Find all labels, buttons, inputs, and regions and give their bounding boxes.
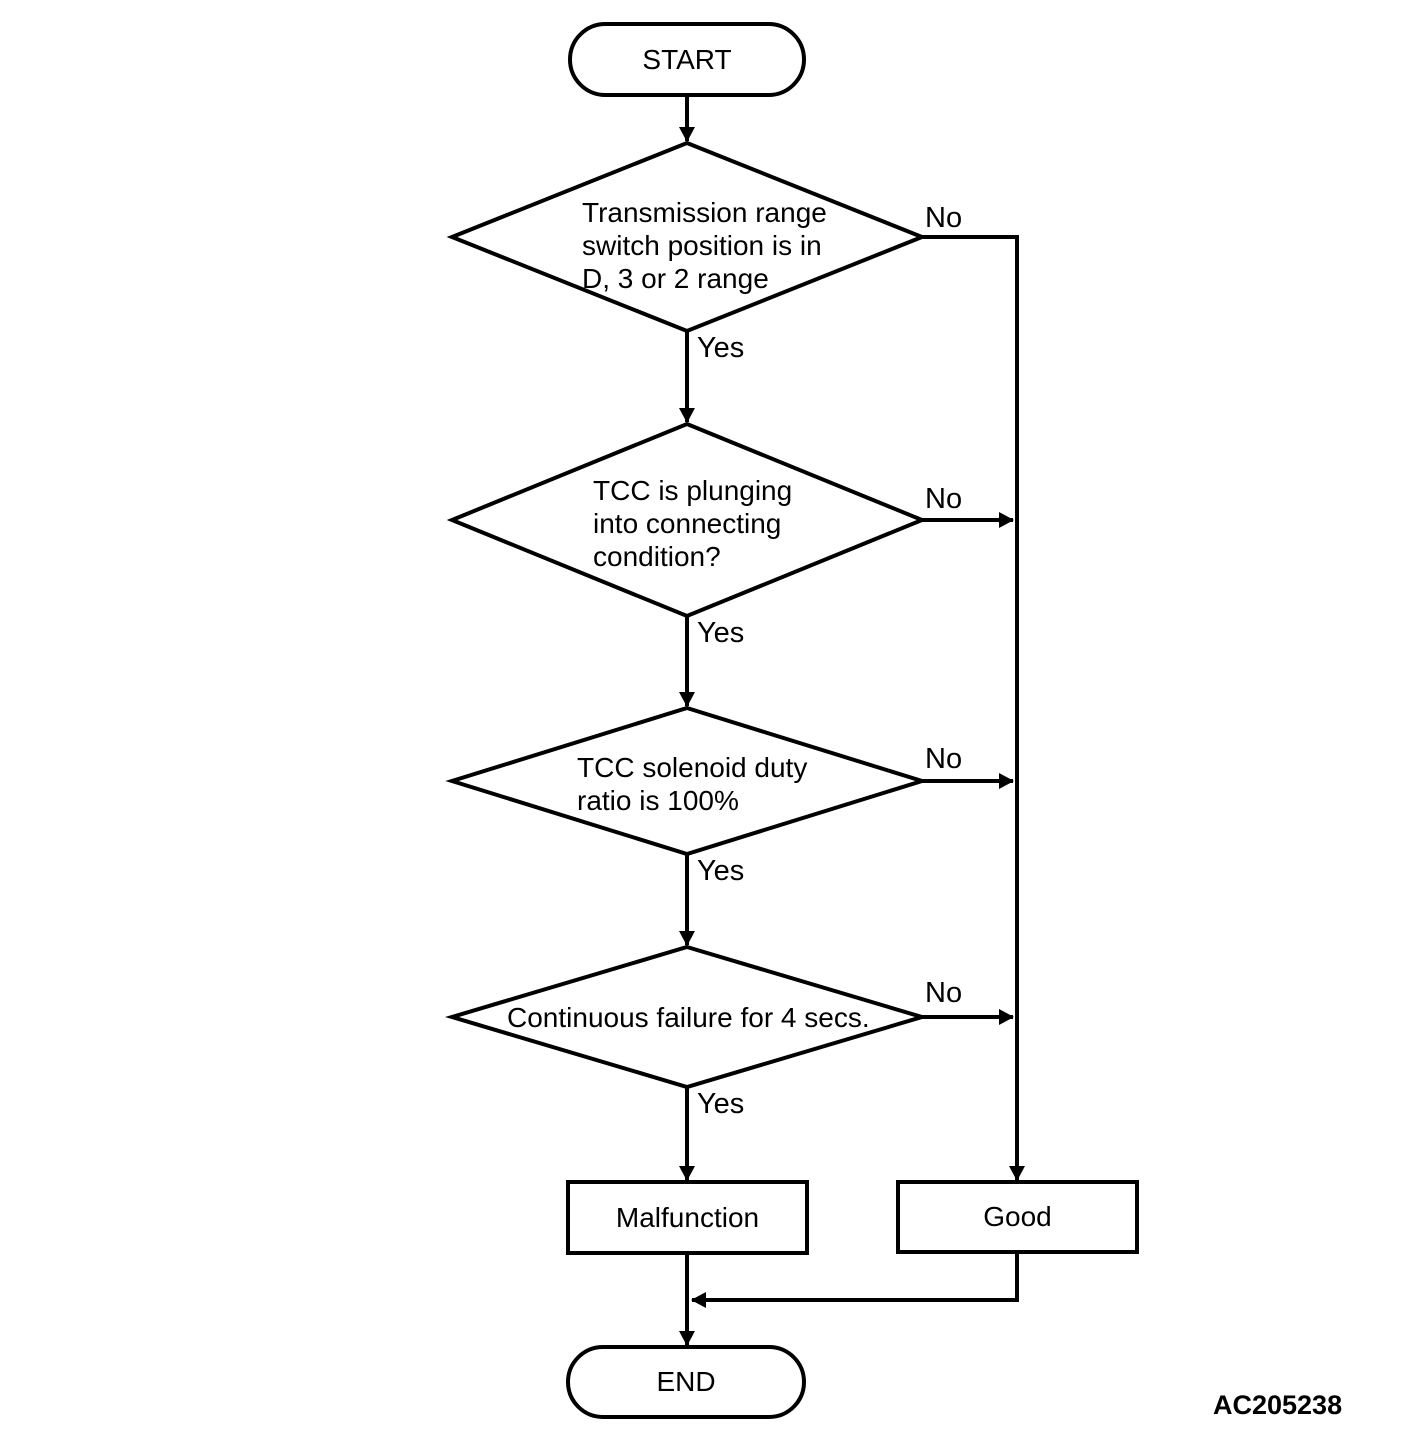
- no-label: No: [925, 977, 963, 1009]
- end-node-label: END: [656, 1366, 716, 1397]
- start-node-shape: [568, 22, 806, 97]
- start-node-label: START: [642, 43, 732, 75]
- yes-label: Yes: [697, 332, 745, 364]
- decision4-shape: [444, 944, 930, 1090]
- yes-label: Yes: [697, 855, 745, 887]
- decision1-line: Transmission range: [582, 197, 827, 228]
- end-node-shape: [566, 1345, 806, 1419]
- no-label: No: [925, 743, 963, 775]
- decision2-line: condition?: [593, 541, 721, 572]
- good-node-shape: [896, 1180, 1139, 1254]
- decision1-line: switch position is in: [582, 230, 822, 261]
- decision2-line: into connecting: [593, 508, 782, 539]
- yes-label: Yes: [697, 617, 745, 649]
- decision3-shape: [445, 705, 929, 857]
- decision2-shape: [446, 421, 928, 619]
- figure-code: AC205238: [1213, 1390, 1343, 1420]
- decision1-line: D, 3 or 2 range: [582, 263, 769, 294]
- decision4-line: Continuous failure for 4 secs.: [507, 1002, 870, 1033]
- good-node-label: Good: [983, 1201, 1052, 1232]
- decision2-line: TCC is plunging: [593, 475, 793, 506]
- no-label: No: [925, 202, 963, 234]
- decision2-text: TCC is plunging into connecting conditio…: [593, 474, 792, 573]
- decision3-line: ratio is 100%: [577, 785, 739, 816]
- decision1-shape: [446, 140, 928, 334]
- decision1-text: Transmission range switch position is in…: [582, 196, 827, 295]
- decision3-text: TCC solenoid duty ratio is 100%: [577, 751, 807, 817]
- decision4-text: Continuous failure for 4 secs.: [507, 1001, 870, 1034]
- malfunction-node-shape: [566, 1180, 809, 1255]
- yes-label: Yes: [697, 1088, 745, 1120]
- edge-decision1-no-to-good: [922, 235, 1025, 1181]
- no-label: No: [925, 483, 963, 515]
- malfunction-node-label: Malfunction: [615, 1201, 760, 1233]
- edge-good-join: [691, 1252, 1019, 1308]
- decision3-line: TCC solenoid duty: [577, 752, 808, 783]
